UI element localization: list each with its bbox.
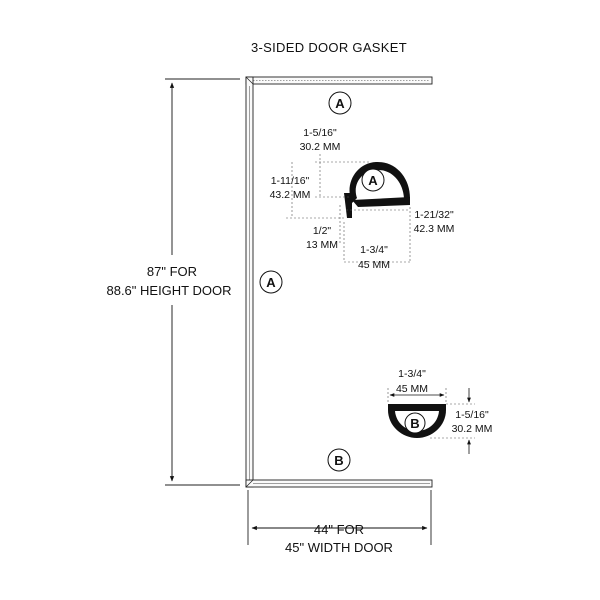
height-label-line1: 87" FOR	[147, 264, 197, 279]
profile-a-width-mm: 45 MM	[358, 259, 390, 271]
profile-b-width-in: 1-3/4"	[398, 368, 426, 380]
profile-a-flange-in: 1/2"	[313, 225, 332, 237]
profile-a-flange-mm: 13 MM	[306, 239, 338, 251]
width-label-line1: 44" FOR	[314, 522, 364, 537]
profile-b-height-mm: 30.2 MM	[452, 423, 493, 435]
callout-top: A	[328, 91, 352, 115]
gasket-frame	[245, 76, 433, 488]
profile-b-width-mm: 45 MM	[396, 383, 428, 395]
profile-b: B 1-3/4" 45 MM 1-5/16" 30.2 MM	[387, 368, 493, 454]
profile-a: A 1-5/16" 30.2 MM 1-11/16" 43.2 MM 1/2" …	[270, 127, 455, 271]
profile-b-height-in: 1-5/16"	[455, 409, 489, 421]
svg-text:A: A	[266, 275, 276, 290]
svg-text:B: B	[410, 416, 419, 431]
width-dimension: 44" FOR 45" WIDTH DOOR	[247, 490, 432, 555]
profile-a-left-in: 1-11/16"	[271, 175, 310, 187]
profile-a-left-mm: 43.2 MM	[270, 189, 311, 201]
profile-a-width-in: 1-3/4"	[360, 244, 388, 256]
svg-text:A: A	[368, 173, 378, 188]
diagram-title: 3-SIDED DOOR GASKET	[251, 40, 407, 55]
height-label-line2: 88.6" HEIGHT DOOR	[106, 283, 231, 298]
profile-a-right-in: 1-21/32"	[414, 209, 454, 221]
profile-a-top-in: 1-5/16"	[303, 127, 337, 139]
svg-text:B: B	[334, 453, 343, 468]
callout-bottom: B	[327, 448, 351, 472]
width-label-line2: 45" WIDTH DOOR	[285, 540, 393, 555]
profile-a-top-mm: 30.2 MM	[300, 141, 341, 153]
callout-side: A	[259, 270, 283, 294]
profile-a-right-mm: 42.3 MM	[414, 223, 455, 235]
svg-text:A: A	[335, 96, 345, 111]
height-dimension: 87" FOR 88.6" HEIGHT DOOR	[106, 78, 240, 486]
